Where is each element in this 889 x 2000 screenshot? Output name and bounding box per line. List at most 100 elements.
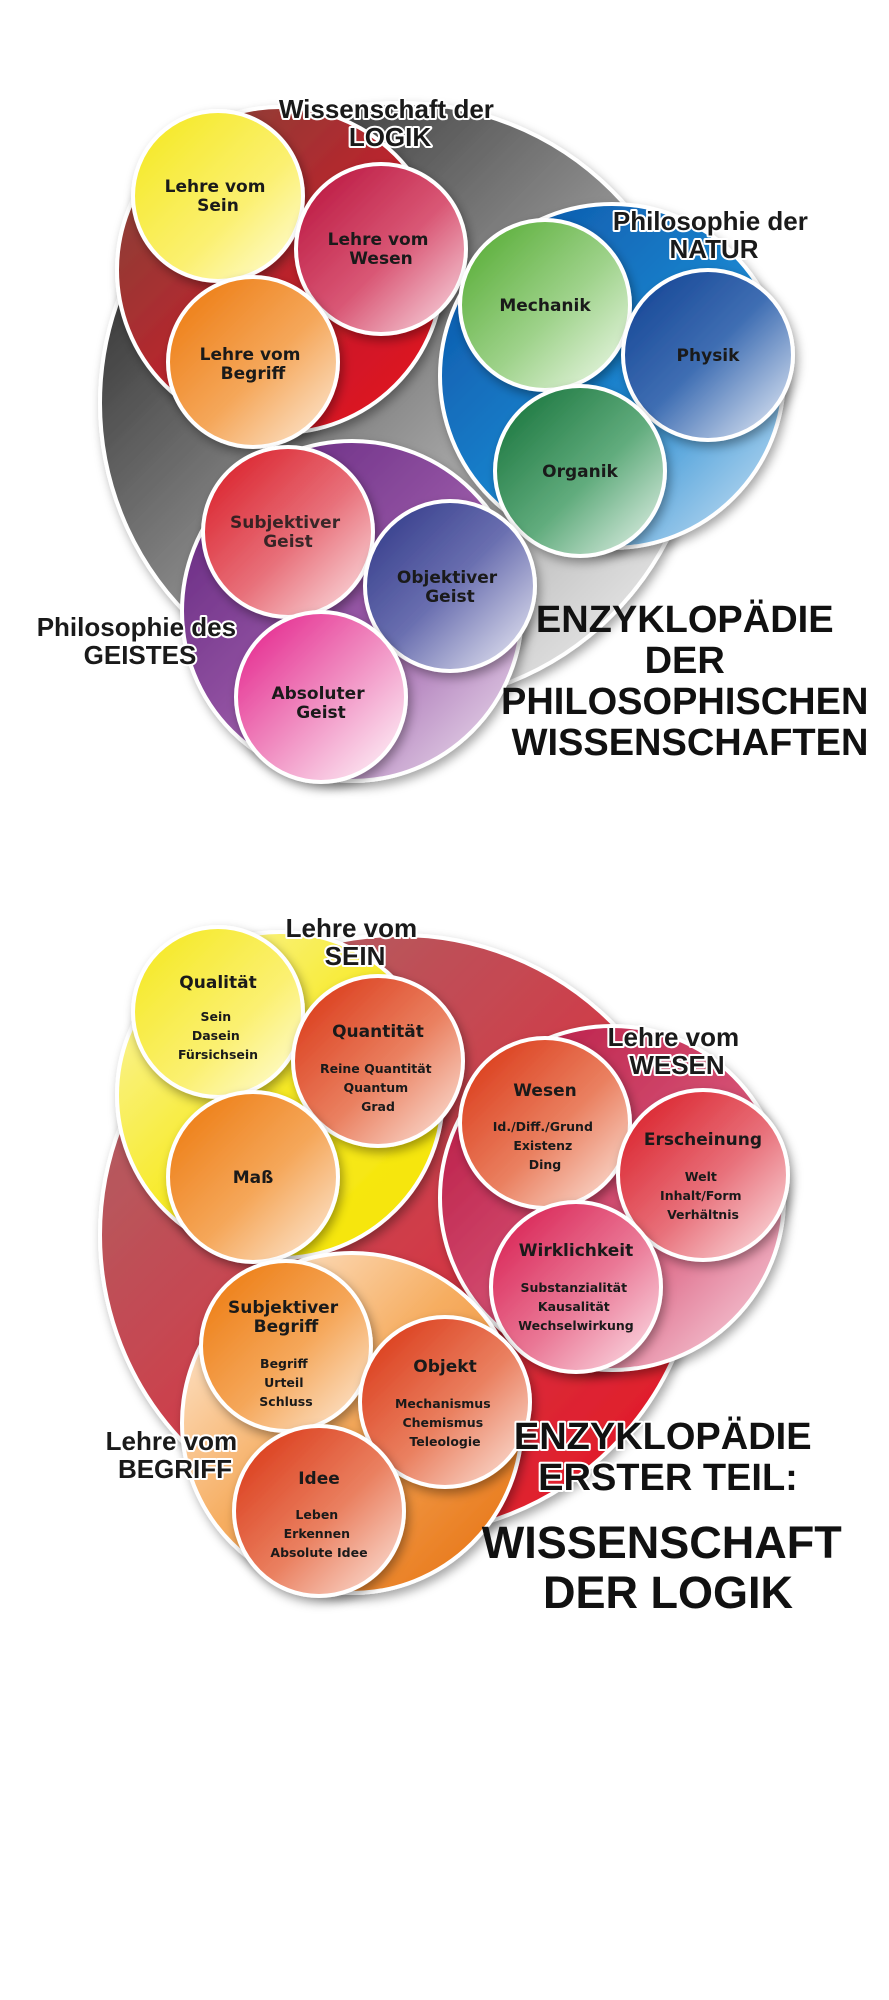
svg-text:Lehre vom Sein: Lehre vom Sein <box>165 177 272 216</box>
circle-erscheinung[interactable] <box>616 1088 790 1262</box>
wesen-item: Existenz <box>513 1138 572 1153</box>
circle-objektiver-geist[interactable] <box>363 499 537 673</box>
circle-objekt[interactable] <box>358 1315 532 1489</box>
svg-text:Id./Diff./Grund Existenz: Id./Diff./Grund Existenz Ding <box>493 1119 598 1172</box>
circle-absoluter-geist[interactable] <box>234 610 408 784</box>
title-lehre-vom-begriff-2: BEGRIFF <box>118 1454 232 1484</box>
svg-text:Begriff Urteil Sch: Begriff Urteil Schluss <box>259 1356 312 1409</box>
circle-lehre-vom-wesen[interactable] <box>294 162 468 336</box>
circle-lehre-vom-begriff[interactable] <box>166 275 340 449</box>
logik-title-small-2: ERSTER TEIL: <box>538 1457 798 1499</box>
diagram-encyclopedia: Lehre vom Sein Lehre vom Wesen Lehre vom… <box>35 92 879 784</box>
svg-text:Subjektiver Geist: Subjektiver Geist <box>230 513 346 552</box>
main-title-line-4: WISSENSCHAFTEN <box>512 722 869 764</box>
qualitaet-title: Qualität <box>179 973 256 993</box>
qualitaet-item: Sein <box>200 1009 231 1024</box>
qualitaet-item: Fürsichsein <box>178 1047 258 1062</box>
svg-text:Lehre vom Begriff: Lehre vom Begriff <box>200 345 307 384</box>
objekt-title: Objekt <box>413 1357 476 1377</box>
title-lehre-vom-begriff-1: Lehre vom <box>106 1426 238 1456</box>
label-objektiver-geist-2: Geist <box>425 587 475 607</box>
circle-mechanik[interactable] <box>458 218 632 392</box>
label-organik: Organik <box>542 462 618 482</box>
svg-text:Substanzialität Kausalit: Substanzialität Kausalität Wechselwirkun… <box>518 1280 633 1333</box>
svg-text:Lehre vom Wesen: Lehre vom Wesen <box>328 230 435 269</box>
main-title-line-1: ENZYKLOPÄDIE <box>536 598 834 641</box>
title-lehre-vom-wesen-2: WESEN <box>629 1050 724 1080</box>
quantitaet-title: Quantität <box>332 1022 424 1042</box>
svg-text:Philosophie des GEISTES: Philosophie des GEISTES <box>37 612 244 670</box>
label-absoluter-geist-2: Geist <box>296 703 346 723</box>
subjektiver-begriff-item: Urteil <box>264 1375 303 1390</box>
diagram-logik: Qualität Sein Dasein Fürsichsein Quantit… <box>98 911 855 1618</box>
subjektiver-begriff-item: Begriff <box>260 1356 308 1371</box>
label-sein-2: Sein <box>197 196 239 216</box>
svg-text:Lehre vom BEGRIFF: Lehre vom BEGRIFF <box>106 1426 245 1484</box>
svg-text:Lehre vom SEIN: Lehre vom SEIN <box>286 913 425 971</box>
label-sein-1: Lehre vom <box>165 177 266 197</box>
svg-text:Subjektiver Begriff: Subjektiver Begriff <box>228 1298 344 1337</box>
wirklichkeit-item: Substanzialität <box>521 1280 628 1295</box>
objekt-item: Teleologie <box>409 1434 480 1449</box>
wesen-title: Wesen <box>513 1081 576 1101</box>
svg-text:Reine Quantität Quantum: Reine Quantität Quantum Grad <box>320 1061 436 1114</box>
label-absoluter-geist-1: Absoluter <box>271 684 365 704</box>
circle-physik[interactable] <box>621 268 795 442</box>
svg-text:WISSENSCHAFT DER LOGIK: WISSENSCHAFT DER LOGIK <box>482 1517 855 1618</box>
svg-text:Welt Inhalt/Form V: Welt Inhalt/Form Verhältnis <box>660 1169 746 1222</box>
circle-lehre-vom-sein[interactable] <box>131 109 305 283</box>
svg-text:Absoluter Geist: Absoluter Geist <box>271 684 370 723</box>
idee-title: Idee <box>298 1469 340 1489</box>
main-title-line-3: PHILOSOPHISCHEN <box>501 681 868 723</box>
label-physik: Physik <box>677 346 741 366</box>
title-wissenschaft-der: Wissenschaft der <box>279 94 494 124</box>
quantitaet-item: Reine Quantität <box>320 1061 432 1076</box>
erscheinung-item: Welt <box>685 1169 717 1184</box>
svg-text:ENZYKLOPÄDIE ERSTER TEIL: ENZYKLOPÄDIE ERSTER TEIL: <box>514 1415 822 1499</box>
label-begriff-1: Lehre vom <box>200 345 301 365</box>
logik-title-small-1: ENZYKLOPÄDIE <box>514 1415 812 1458</box>
title-philosophie-der: Philosophie der <box>613 206 808 236</box>
label-mechanik: Mechanik <box>499 296 591 316</box>
title-philosophie-des: Philosophie des <box>37 612 236 642</box>
svg-text:Sein Dasein Fürsic: Sein Dasein Fürsichsein <box>178 1009 258 1062</box>
title-lehre-vom-sein-1: Lehre vom <box>286 913 418 943</box>
circle-wirklichkeit[interactable] <box>489 1200 663 1374</box>
logik-title-big-1: WISSENSCHAFT <box>482 1517 842 1568</box>
title-lehre-vom-wesen-1: Lehre vom <box>608 1022 740 1052</box>
label-begriff-2: Begriff <box>221 364 286 384</box>
objekt-item: Mechanismus <box>395 1396 491 1411</box>
title-logik: LOGIK <box>349 122 432 152</box>
circle-organik[interactable] <box>493 384 667 558</box>
subjektiver-begriff-title-1: Subjektiver <box>228 1298 339 1318</box>
mass-title: Maß <box>233 1168 274 1188</box>
circle-qualitaet[interactable] <box>131 925 305 1099</box>
svg-text:Wissenschaft der LOGIK: Wissenschaft der LOGIK <box>279 94 501 152</box>
wesen-item: Id./Diff./Grund <box>493 1119 593 1134</box>
label-subjektiver-geist-1: Subjektiver <box>230 513 341 533</box>
title-natur: NATUR <box>669 234 758 264</box>
label-subjektiver-geist-2: Geist <box>263 532 313 552</box>
quantitaet-item: Grad <box>361 1099 395 1114</box>
circle-mass[interactable] <box>166 1090 340 1264</box>
label-objektiver-geist-1: Objektiver <box>397 568 498 588</box>
qualitaet-item: Dasein <box>192 1028 240 1043</box>
circle-idee[interactable] <box>232 1424 406 1598</box>
label-wesen-2: Wesen <box>349 249 412 269</box>
circle-quantitaet[interactable] <box>291 974 465 1148</box>
erscheinung-item: Verhältnis <box>667 1207 739 1222</box>
wesen-item: Ding <box>529 1157 562 1172</box>
idee-item: Erkennen <box>284 1526 350 1541</box>
wirklichkeit-item: Kausalität <box>538 1299 610 1314</box>
idee-item: Absolute Idee <box>270 1545 367 1560</box>
svg-text:Leben Erkennen Abs: Leben Erkennen Absolute Idee <box>270 1507 367 1560</box>
svg-text:ENZYKLOPÄDIE DER P: ENZYKLOPÄDIE DER PHILOSOPHISCHEN WISSENS… <box>501 598 879 764</box>
main-title-line-2: DER <box>645 640 725 682</box>
wirklichkeit-item: Wechselwirkung <box>518 1318 633 1333</box>
idee-item: Leben <box>295 1507 338 1522</box>
label-wesen-1: Lehre vom <box>328 230 429 250</box>
subjektiver-begriff-title-2: Begriff <box>254 1317 319 1337</box>
quantitaet-item: Quantum <box>343 1080 408 1095</box>
erscheinung-title: Erscheinung <box>644 1130 762 1150</box>
